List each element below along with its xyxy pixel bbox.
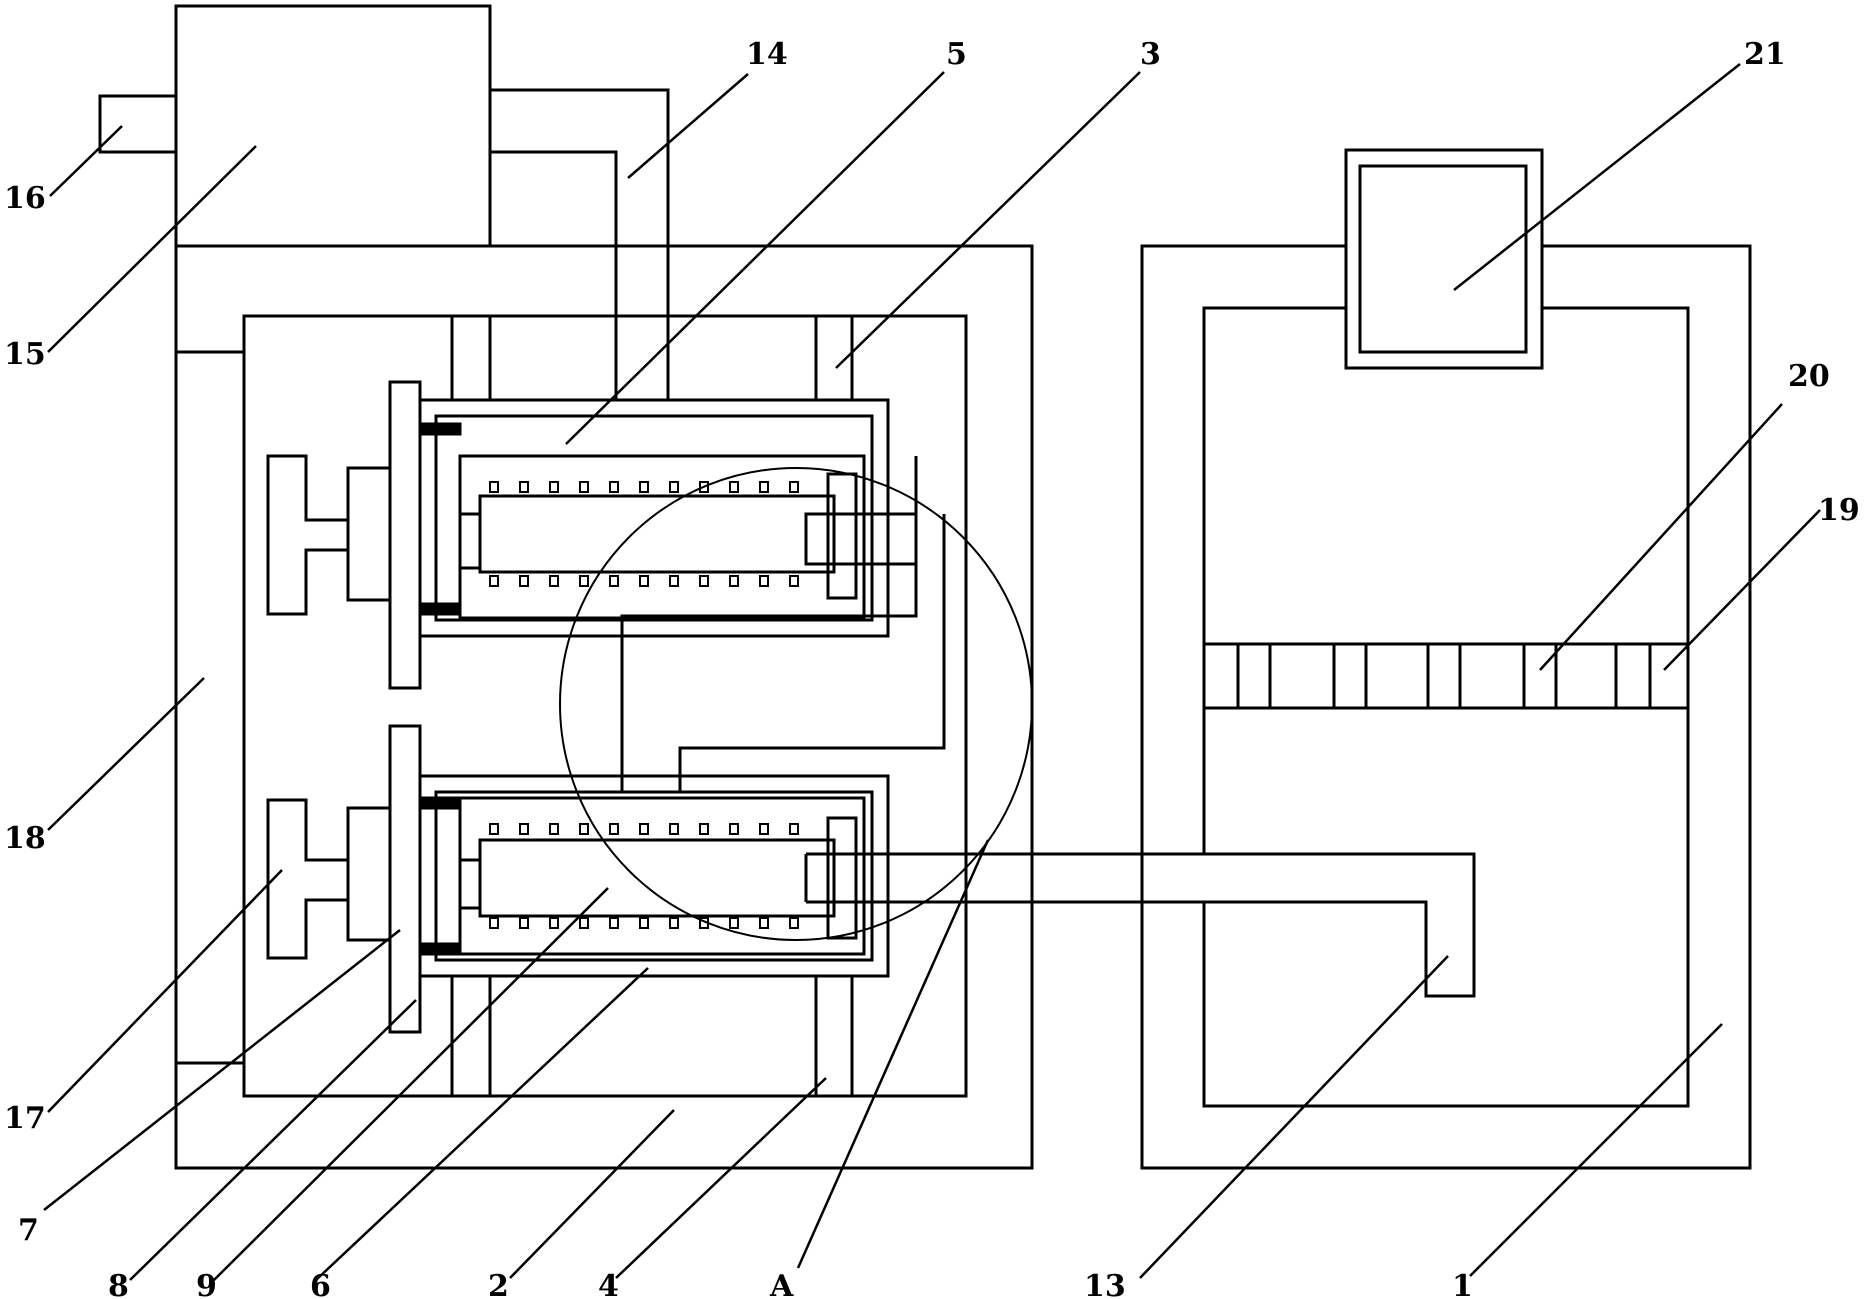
lower-cylinder [266,724,890,1034]
label-19: 19 [1818,493,1860,528]
leader-lines [43,63,1821,1281]
label-6: 6 [310,1269,331,1299]
right-tank [1140,148,1752,1170]
top-box [98,4,670,456]
label-4: 4 [598,1269,619,1299]
label-2: 2 [488,1269,509,1299]
label-20: 20 [1788,359,1830,394]
label-16: 16 [4,181,46,216]
label-9: 9 [196,1269,217,1299]
upper-teeth [489,481,799,587]
upper-cylinder [266,380,918,690]
label-a: A [769,1269,794,1299]
label-8: 8 [108,1269,129,1299]
outlet-pipe [804,852,1476,998]
connecting-pipe [620,456,946,792]
label-13: 13 [1084,1269,1126,1299]
label-7: 7 [18,1213,39,1248]
detail-circle-a [559,467,1033,941]
label-17: 17 [4,1101,46,1136]
label-18: 18 [4,821,46,856]
label-15: 15 [4,337,46,372]
label-5: 5 [946,37,967,72]
label-21: 21 [1744,37,1786,72]
reference-labels: 1 2 3 4 5 6 7 8 9 13 14 15 16 17 18 19 2… [4,37,1860,1299]
label-3: 3 [1140,37,1161,72]
label-1: 1 [1452,1269,1473,1299]
label-14: 14 [746,37,788,72]
lower-teeth [489,823,799,929]
